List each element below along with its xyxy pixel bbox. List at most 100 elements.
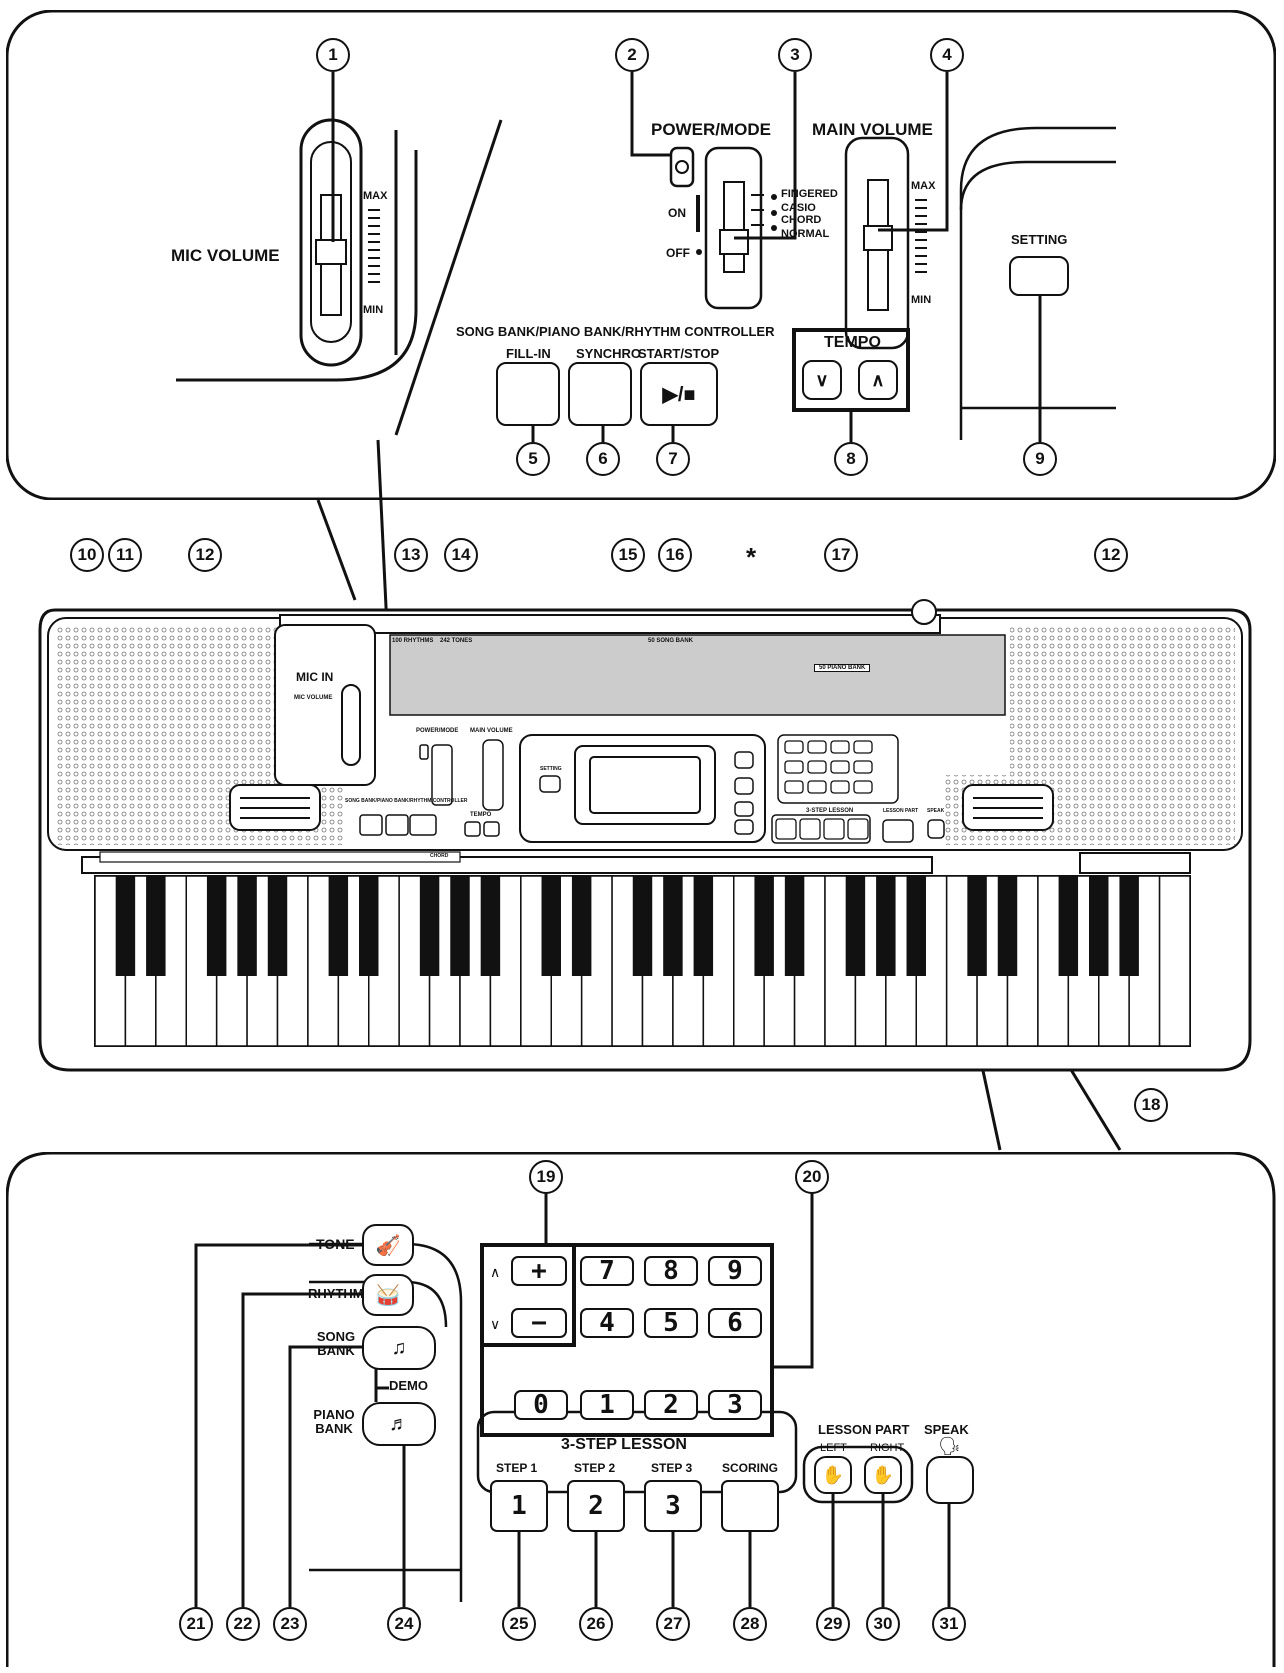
- black-key[interactable]: [693, 876, 714, 976]
- synchro-button[interactable]: [568, 362, 632, 426]
- song-bank-label: SONG BANK: [316, 1329, 356, 1358]
- scoring-button[interactable]: [721, 1480, 779, 1532]
- key-7[interactable]: 7: [580, 1256, 634, 1286]
- key-9[interactable]: 9: [708, 1256, 762, 1286]
- lesson-part-label: LESSON PART: [818, 1422, 910, 1437]
- lesson-right-button[interactable]: ✋: [864, 1456, 902, 1494]
- key-8[interactable]: 8: [644, 1256, 698, 1286]
- step2-button[interactable]: 2: [567, 1480, 625, 1532]
- kb-mic-in-label: MIC IN: [296, 670, 334, 684]
- black-key[interactable]: [206, 876, 227, 976]
- mode-switch[interactable]: [720, 230, 748, 254]
- key-1[interactable]: 1: [580, 1390, 634, 1420]
- lesson-title: 3-STEP LESSON: [561, 1436, 687, 1453]
- callout-25: 25: [502, 1607, 536, 1641]
- callout-21: 21: [179, 1607, 213, 1641]
- violin-icon: 🎻: [375, 1234, 401, 1257]
- black-key[interactable]: [663, 876, 683, 976]
- bottom-detail-panel: 19 20 21 22 23 24 25 26 27 28 29 30 31 T…: [6, 1152, 1276, 1667]
- black-key[interactable]: [997, 876, 1018, 976]
- step1-button[interactable]: 1: [490, 1480, 548, 1532]
- callout-30: 30: [866, 1607, 900, 1641]
- black-key[interactable]: [480, 876, 501, 976]
- kb-lesson-part-label: LESSON PART: [883, 808, 919, 814]
- bottom-panel-frame: [6, 1152, 1276, 1667]
- callout-11: 11: [108, 538, 142, 572]
- mode-normal-label: NORMAL: [781, 228, 830, 240]
- setting-button[interactable]: [1009, 256, 1069, 296]
- black-key[interactable]: [1089, 876, 1109, 976]
- fill-in-label: FILL-IN: [506, 346, 551, 361]
- speak-button[interactable]: [926, 1456, 974, 1504]
- main-min-label: MIN: [911, 294, 932, 306]
- black-key[interactable]: [450, 876, 470, 976]
- key-4[interactable]: 4: [580, 1308, 634, 1338]
- black-key[interactable]: [541, 876, 561, 976]
- step3-button[interactable]: 3: [644, 1480, 702, 1532]
- black-key[interactable]: [754, 876, 774, 976]
- black-key[interactable]: [419, 876, 440, 976]
- black-key[interactable]: [267, 876, 288, 976]
- callout-9: 9: [1023, 442, 1057, 476]
- plus-button[interactable]: +: [511, 1256, 567, 1286]
- black-key[interactable]: [876, 876, 896, 976]
- black-key[interactable]: [146, 876, 166, 976]
- black-key[interactable]: [359, 876, 379, 976]
- power-button[interactable]: [671, 148, 693, 186]
- callout-26: 26: [579, 1607, 613, 1641]
- piano-bank-label: PIANO BANK: [313, 1407, 355, 1436]
- callout-19: 19: [529, 1160, 563, 1194]
- black-key[interactable]: [845, 876, 866, 976]
- music-note-icon: ♫: [391, 1336, 407, 1359]
- kb-speak-label: SPEAK: [927, 808, 945, 814]
- minus-button[interactable]: −: [511, 1308, 567, 1338]
- key-5[interactable]: 5: [644, 1308, 698, 1338]
- black-key[interactable]: [571, 876, 592, 976]
- lesson-left-button[interactable]: ✋: [814, 1456, 852, 1494]
- black-key[interactable]: [632, 876, 653, 976]
- fill-in-button[interactable]: [496, 362, 560, 426]
- mic-volume-slider[interactable]: [316, 240, 346, 264]
- tempo-label: TEMPO: [824, 334, 881, 351]
- piano-bank-button[interactable]: ♬: [362, 1402, 436, 1446]
- black-key[interactable]: [237, 876, 257, 976]
- key-0[interactable]: 0: [514, 1390, 568, 1420]
- kb-power-mode-label: POWER/MODE: [416, 728, 459, 734]
- top-panel-frame: [6, 10, 1276, 500]
- callout-12-right: 12: [1094, 538, 1128, 572]
- scoring-label: SCORING: [722, 1461, 779, 1475]
- callout-13: 13: [394, 538, 428, 572]
- black-key[interactable]: [906, 876, 926, 976]
- callout-16: 16: [658, 538, 692, 572]
- white-key[interactable]: [1158, 875, 1191, 1047]
- song-bank-button[interactable]: ♫: [362, 1326, 436, 1370]
- key-3[interactable]: 3: [708, 1390, 762, 1420]
- callout-14: 14: [444, 538, 478, 572]
- rhythm-button[interactable]: 🥁: [362, 1274, 414, 1316]
- key-6[interactable]: 6: [708, 1308, 762, 1338]
- tempo-up-button[interactable]: ∧: [858, 360, 898, 400]
- on-label: ON: [668, 206, 686, 220]
- black-key[interactable]: [328, 876, 349, 976]
- black-key[interactable]: [115, 876, 136, 976]
- black-key[interactable]: [784, 876, 805, 976]
- callout-8: 8: [834, 442, 868, 476]
- start-stop-button[interactable]: ▶/■: [640, 362, 718, 426]
- black-key[interactable]: [1119, 876, 1139, 976]
- black-key[interactable]: [967, 876, 987, 976]
- key-2[interactable]: 2: [644, 1390, 698, 1420]
- drum-icon: 🥁: [375, 1284, 401, 1307]
- callout-24: 24: [387, 1607, 421, 1641]
- step1-label: STEP 1: [496, 1461, 538, 1475]
- tone-button[interactable]: 🎻: [362, 1224, 414, 1266]
- kb-tones-label: 242 TONES: [440, 638, 473, 644]
- main-max-label: MAX: [911, 180, 936, 192]
- main-volume-slider[interactable]: [864, 226, 892, 250]
- mic-volume-label: MIC VOLUME: [171, 246, 280, 265]
- main-volume-label: MAIN VOLUME: [812, 120, 933, 139]
- callout-27: 27: [656, 1607, 690, 1641]
- controller-title: SONG BANK/PIANO BANK/RHYTHM CONTROLLER: [456, 324, 775, 339]
- tempo-down-button[interactable]: ∨: [802, 360, 842, 400]
- black-key[interactable]: [1058, 876, 1079, 976]
- mode-fingered-label: FINGERED: [781, 188, 838, 200]
